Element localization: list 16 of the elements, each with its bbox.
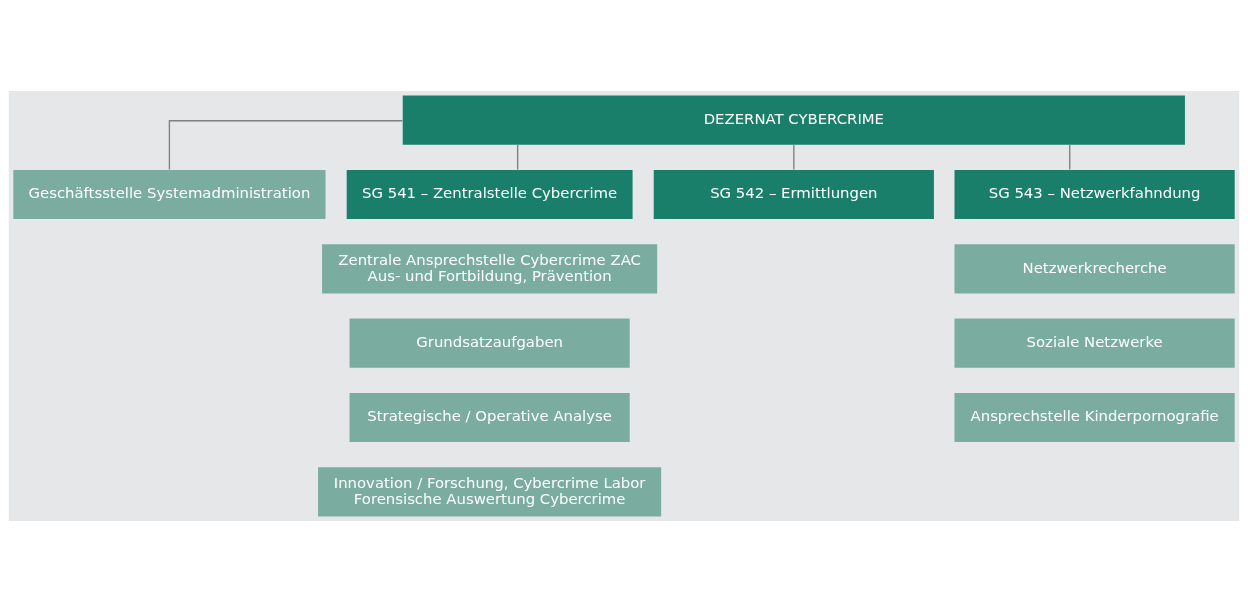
connector [516, 144, 519, 171]
connector [793, 144, 795, 171]
node-box: Ansprechstelle Kinderpornografie [954, 392, 1235, 443]
node-box: DEZERNAT CYBERCRIME [402, 95, 1185, 145]
node-box: Strategische / Operative Analyse [349, 392, 630, 443]
node-box: SG 542 – Ermittlungen [653, 169, 934, 220]
node-box: Innovation / Forschung, Cybercrime Labor Forensische Auswertung Cybercrime [318, 467, 662, 517]
node-box: Netzwerkrecherche [954, 244, 1235, 294]
node-box: Soziale Netzwerke [954, 318, 1235, 368]
connector [1069, 144, 1071, 171]
node-box: Grundsatzaufgaben [349, 318, 630, 368]
connector [168, 120, 404, 171]
node-box: SG 543 – Netzwerkfahndung [954, 169, 1235, 220]
node-box: Geschäftsstelle Systemadministration [13, 169, 326, 220]
node-box: SG 541 – Zentralstelle Cybercrime [346, 169, 633, 220]
node-box: Zentrale Ansprechstelle Cybercrime ZAC Aus- und Fortbildung, Prävention [322, 244, 658, 294]
